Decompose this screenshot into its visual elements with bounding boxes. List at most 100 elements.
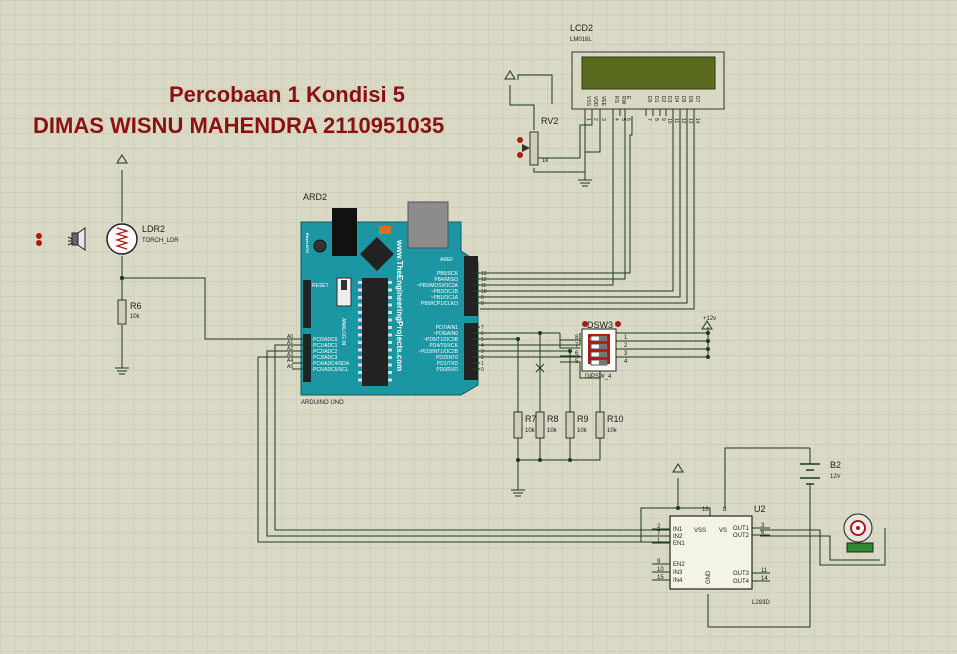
lcd-pin-number: 12 [680, 118, 686, 124]
chip-pin [358, 371, 362, 374]
lcd-pin-name: VEE [600, 96, 606, 107]
resistor-value: 10k [577, 428, 588, 434]
driver-pin-name: IN2 [673, 534, 683, 540]
wire-junction [120, 276, 124, 280]
driver-pin-number: 7 [657, 531, 661, 537]
digital-pin-name: ~PD5/T1/OC0B [423, 337, 459, 343]
dsw-left-number: 7 [575, 343, 579, 349]
resistor-value: 10k [525, 428, 536, 434]
wire-junction [516, 337, 520, 341]
analog-pin-name: PC1/ADC1 [313, 343, 338, 349]
wire-junction [538, 331, 542, 335]
wire-junction [568, 458, 572, 462]
lcd-pin-number: 4 [613, 118, 619, 121]
chip-pin [358, 303, 362, 307]
digital-pin-name: ~PD6/AIN0 [433, 331, 458, 337]
chip-pin [358, 281, 362, 284]
driver-pin-number: 6 [761, 530, 765, 536]
analog-pin-number: A4 [287, 358, 293, 364]
digital-pin-number: 1 [481, 361, 484, 367]
ldr-part: TORCH_LDR [142, 238, 179, 244]
digital-pin-number: 8 [481, 301, 484, 307]
chip-pin [358, 311, 362, 314]
chip-pin [358, 296, 362, 299]
chip-pin [388, 311, 392, 314]
wire-junction [516, 458, 520, 462]
chip-pin [358, 326, 362, 329]
lcd-pin-name: D7 [694, 96, 700, 103]
lcd-pin-number: 13 [687, 118, 693, 124]
digital-pin-name: PB5/SCK [437, 271, 459, 277]
dsw-right-number: 3 [624, 351, 628, 357]
driver-pin-name: OUT4 [733, 579, 750, 585]
digital-pin-name: PB4/MISO [434, 277, 458, 283]
power-symbols [115, 70, 713, 497]
chip-pin [388, 303, 392, 307]
driver-pin-name: EN2 [673, 562, 685, 568]
driver-pin-name: IN3 [673, 570, 683, 576]
wire-junction [706, 331, 710, 335]
resistor-ref: R7 [525, 414, 537, 424]
potentiometer-rv2: RV2 1k [517, 116, 558, 166]
chip-pin [388, 363, 392, 367]
dsw-right-number: 1 [624, 335, 628, 341]
digital-pin-name: ~PB2/OC1B [431, 289, 459, 295]
dip-toggle-knob [599, 344, 607, 349]
chip-pin [388, 356, 392, 359]
wire-junction [676, 506, 680, 510]
driver-pin-number: 11 [761, 568, 768, 574]
wire-junction [706, 339, 710, 343]
lcd-pin-name: D4 [673, 96, 679, 103]
chip-pin [388, 378, 392, 382]
lcd-pin-name: D6 [687, 96, 693, 103]
chip-pin [388, 371, 392, 374]
chip-pin [388, 296, 392, 299]
resistor-body [535, 411, 545, 439]
dsw-right-number: 4 [624, 359, 628, 365]
analog-pin-number: A5 [287, 364, 293, 370]
dsw-left-number: 6 [575, 351, 579, 357]
driver-pin-name: IN4 [673, 578, 683, 584]
dip-toggle-knob [599, 352, 607, 357]
lcd-ref: LCD2 [570, 23, 593, 33]
supply-label: +12v [703, 316, 716, 322]
resistor-ref: R8 [547, 414, 559, 424]
resistor-ref: R10 [607, 414, 624, 424]
ground-icon [115, 367, 129, 375]
battery-ref: B2 [830, 460, 841, 470]
reset-btn-label: Reset BTN [305, 233, 310, 253]
digital-pin-number: 5 [481, 337, 484, 343]
lcd-pin-name: D0 [646, 96, 652, 103]
arduino-brand: www.TheEngineeringProjects.com [395, 239, 404, 371]
lcd-pin-number: 7 [646, 118, 652, 121]
power-arrow-icon [701, 320, 713, 330]
arduino-board: ARD2 ARDUINO UNO www.TheEngineeringProje… [287, 192, 487, 406]
aref-label: AREF [440, 257, 453, 263]
atmega-pins [358, 281, 392, 382]
lcd-pin-name: E [625, 96, 631, 100]
digital-pin-name: ~PB3/MOSI/OC2A [416, 283, 458, 289]
resistor-value: 10k [547, 428, 558, 434]
power-arrow-icon [672, 463, 684, 473]
lcd-pin-number: 1 [585, 118, 591, 121]
digital-pin-name: ~PB1/OC1A [431, 295, 459, 301]
analog-pin-number: A3 [287, 352, 293, 358]
lcd-pin-name: RS [613, 96, 619, 104]
lcd-pin-number: 3 [600, 118, 606, 121]
reset-label: RESET [312, 283, 329, 289]
light-source-icon [67, 227, 86, 251]
chip-pin [388, 333, 392, 337]
driver-part: L293D [752, 600, 770, 606]
analog-pin-number: A0 [287, 334, 293, 340]
lcd-pin-number: 8 [653, 118, 659, 121]
title-line1: Percobaan 1 Kondisi 5 [169, 82, 405, 107]
lcd-pin-number: 6 [625, 118, 631, 121]
battery-b2: B2 12V [800, 460, 841, 485]
ground-icon [511, 489, 525, 497]
driver-pin-number: 2 [657, 524, 661, 530]
chip-pin [388, 318, 392, 322]
power-arrow-icon [504, 70, 516, 80]
